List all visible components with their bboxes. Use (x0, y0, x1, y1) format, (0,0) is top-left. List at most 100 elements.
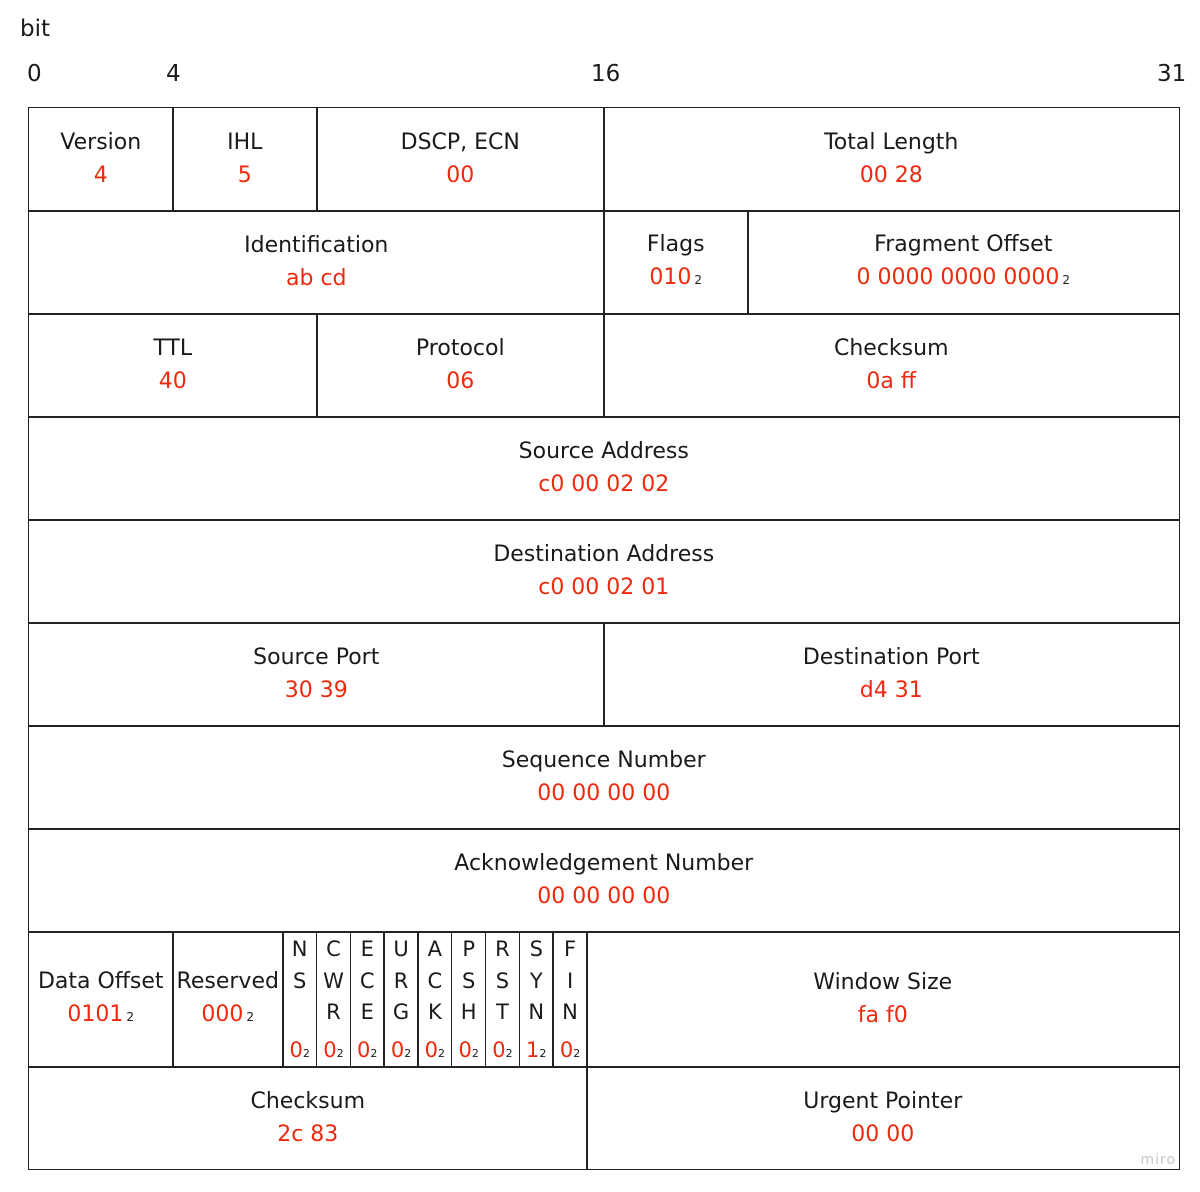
field-label: Checksum (833, 336, 949, 362)
field-checksum: Checksum 2c 83 (28, 1066, 588, 1170)
field-value-text: 30 39 (284, 678, 348, 704)
tcp-flag-letter: C (359, 968, 375, 993)
field-value-text: d4 31 (859, 678, 923, 704)
field-label: DSCP, ECN (400, 130, 520, 156)
field-label: Identification (244, 233, 389, 259)
field-label: TTL (153, 336, 193, 362)
binary-base-subscript: 2 (694, 272, 703, 287)
tcp-flag-letter: G (392, 1000, 410, 1024)
tcp-flag-letter: U (393, 937, 409, 961)
field-label: Protocol (415, 336, 505, 362)
tcp-flag-value: 02 (317, 1037, 350, 1067)
binary-base-subscript: 2 (404, 1046, 412, 1060)
field-value-text: 00 00 00 00 (537, 884, 671, 910)
field-value-text: ab cd (286, 266, 347, 292)
tcp-flag-value-text: 0 (492, 1037, 506, 1062)
field-label: Sequence Number (501, 748, 706, 774)
field-protocol: Protocol 06 (316, 313, 605, 418)
tcp-flag-value: 02 (486, 1037, 519, 1067)
field-destination-address: Destination Address c0 00 02 01 (28, 519, 1180, 624)
tcp-flag-letter: S (495, 968, 510, 993)
field-label: Version (60, 130, 142, 156)
field-label: Flags (646, 231, 705, 257)
tcp-flag-letter: F (563, 937, 577, 961)
field-value: 06 (446, 365, 474, 398)
tcp-flag-value: 12 (520, 1037, 553, 1067)
field-urgent-pointer: Urgent Pointer 00 00 (586, 1066, 1180, 1170)
tcp-flag-value-text: 0 (390, 1037, 405, 1062)
field-value: fa f0 (858, 999, 908, 1032)
binary-base-subscript: 2 (471, 1046, 479, 1060)
field-value-text: 0a ff (866, 369, 917, 395)
field-value-text: 2c 83 (277, 1121, 339, 1147)
field-value: 0a ff (866, 365, 916, 398)
tcp-flag-value-text: 0 (357, 1037, 371, 1062)
binary-base-subscript: 2 (438, 1046, 446, 1060)
tcp-flag-letter: R (393, 968, 409, 993)
tcp-flag-letter: R (326, 1000, 341, 1024)
binary-base-subscript: 2 (573, 1046, 581, 1060)
field-value-text: 000 (201, 1001, 244, 1027)
field-value-text: 00 00 (851, 1121, 915, 1147)
tcp-flag-value-text: 1 (526, 1037, 540, 1062)
binary-base-subscript: 2 (302, 1046, 310, 1060)
tcp-flag-letter: C (326, 937, 341, 961)
field-checksum: Checksum 0a ff (603, 313, 1180, 418)
field-value-text: fa f0 (857, 1003, 908, 1029)
field-label: Reserved (176, 968, 279, 994)
field-value: 30 39 (285, 674, 348, 707)
field-value-text: 00 28 (859, 163, 923, 189)
bit-position-4: 4 (166, 61, 181, 87)
field-value: 00 28 (860, 159, 923, 192)
field-value-text: 00 (446, 163, 475, 189)
tcp-flag-value: 02 (452, 1037, 485, 1067)
field-value: 2c 83 (277, 1118, 338, 1151)
tcp-flag-value: 02 (384, 1037, 417, 1067)
field-label: Destination Port (802, 645, 980, 671)
field-label: Urgent Pointer (803, 1088, 963, 1114)
field-value: 40 (159, 365, 187, 398)
tcp-flag-value-text: 0 (559, 1037, 574, 1062)
binary-base-subscript: 2 (370, 1046, 378, 1060)
tcp-flag-value: 02 (351, 1037, 384, 1067)
bit-axis-caption: bit (20, 16, 51, 42)
field-label: Checksum (250, 1088, 365, 1114)
tcp-flag-letter: N (528, 1000, 545, 1024)
tcp-flag-value-text: 0 (458, 1037, 472, 1062)
bit-position-31: 31 (1157, 61, 1187, 87)
field-label: Destination Address (493, 542, 715, 568)
field-value: c0 00 02 01 (538, 571, 669, 604)
tcp-flag-letter: A (427, 937, 443, 961)
field-value-text: 06 (446, 369, 475, 395)
field-value: 00 00 (851, 1118, 914, 1151)
tcp-flag-letter: P (462, 937, 475, 961)
field-value: d4 31 (860, 674, 923, 707)
field-value-text: 0101 (67, 1001, 124, 1027)
bit-position-0: 0 (27, 61, 42, 87)
binary-base-subscript: 2 (505, 1046, 513, 1060)
field-label: Total Length (824, 130, 959, 156)
tcp-flag-value-text: 0 (323, 1037, 337, 1062)
field-value-text: c0 00 02 01 (538, 575, 670, 601)
miro-watermark: miro (1140, 1152, 1176, 1168)
tcp-flag-letter: C (427, 968, 443, 993)
tcp-flag-letter: R (495, 937, 510, 961)
field-value: 5 (238, 159, 252, 192)
field-value: c0 00 02 02 (538, 468, 669, 501)
